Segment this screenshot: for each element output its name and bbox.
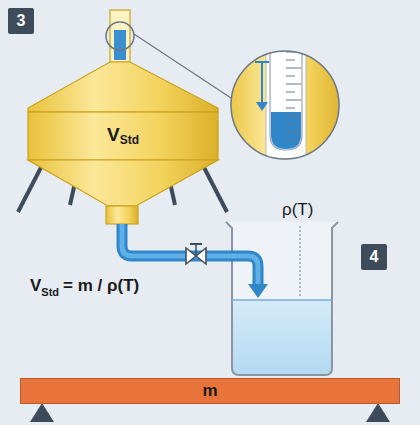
tank-volume: VStd — [78, 118, 168, 152]
density-pointer — [300, 226, 301, 298]
formula-text: V — [30, 276, 41, 295]
valve — [186, 244, 206, 264]
zoom-detail — [225, 45, 345, 165]
leader-line — [134, 34, 231, 98]
density-label: ρ(T) — [282, 200, 313, 220]
balance-feet — [30, 403, 390, 422]
step-badge: 3 — [8, 8, 34, 34]
beaker — [226, 222, 338, 375]
step-badge: 4 — [361, 244, 387, 270]
detail-marker — [106, 22, 134, 50]
zoom-circle — [231, 51, 339, 159]
balance-plate: m — [20, 378, 400, 404]
formula: VStd = m / ρ(T) — [30, 276, 139, 296]
pipe — [122, 224, 268, 298]
node-text: 3 — [17, 12, 26, 30]
subscript: Std — [120, 133, 139, 147]
subscript: Std — [41, 286, 59, 298]
tank — [28, 10, 218, 224]
formula-text: = m / ρ(T) — [63, 276, 139, 295]
node-text: m — [202, 381, 217, 401]
node-text: V — [107, 124, 120, 146]
node-text: 4 — [370, 248, 379, 266]
neck-liquid — [114, 30, 126, 60]
